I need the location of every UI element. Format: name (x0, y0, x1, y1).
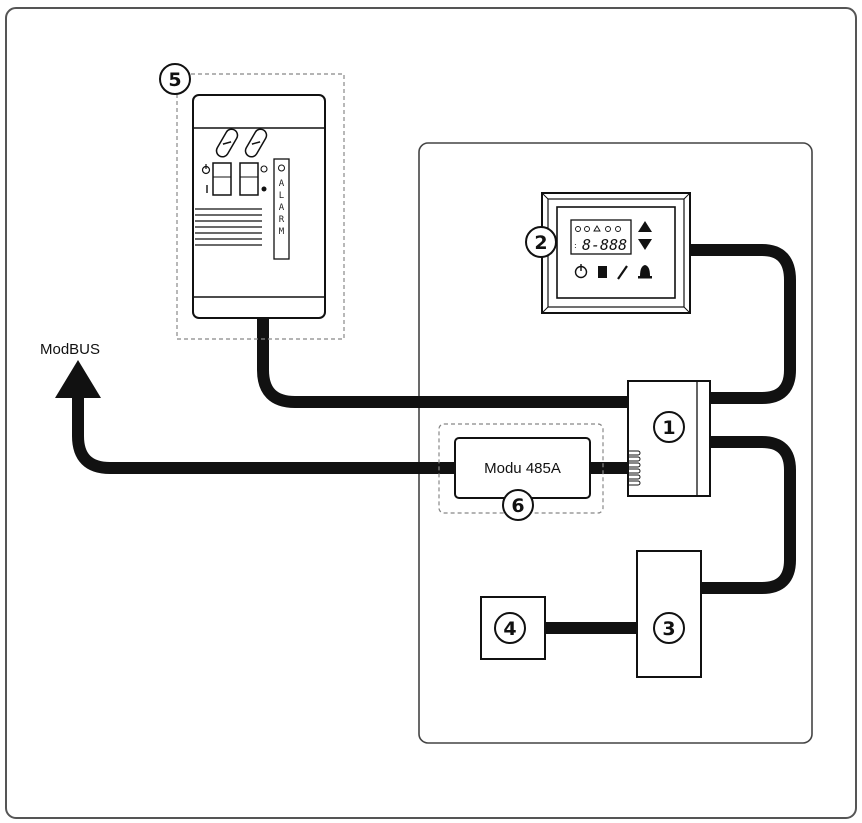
terminal-pins (628, 450, 641, 486)
callout-6 (502, 489, 534, 521)
alarm-letter: L (279, 191, 284, 201)
module-label: Modu 485A (484, 460, 561, 477)
cable-connector-to-box3 (701, 436, 796, 594)
callout-5-label: 5 (168, 69, 181, 91)
callout-1 (653, 411, 685, 443)
alarm-led-icon (278, 164, 285, 172)
display-unit: 8-888 : (541, 192, 691, 314)
power-symbol-icon (201, 164, 211, 175)
flame-symbol-icon (261, 186, 267, 192)
arrow-down-icon (638, 239, 652, 250)
alarm-label-strip (273, 158, 290, 260)
rocker-switch-power (212, 162, 232, 196)
lcd-readout: 8-888 (582, 236, 627, 254)
display-edit-icon (617, 265, 628, 280)
arrow-up-icon (638, 221, 652, 232)
display-power-icon (574, 264, 588, 279)
alarm-letter: A (279, 203, 285, 213)
cables (72, 244, 796, 634)
callout-4 (494, 612, 526, 644)
callout-3-label: 3 (662, 618, 675, 640)
callout-3 (653, 612, 685, 644)
lcd-status-icons (575, 225, 621, 232)
alarm-letter: A (279, 179, 285, 189)
alarm-unit: A L A R M (192, 94, 326, 319)
rocker-switch-mode (239, 162, 259, 196)
modbus-arrow-head (55, 360, 101, 398)
display-mode-icon (598, 266, 607, 278)
connector-body (627, 380, 711, 497)
lcd-window (570, 219, 632, 255)
cable-alarm-to-connector (257, 318, 628, 408)
callout-5 (159, 63, 191, 95)
switch-knobs (215, 128, 268, 158)
callout-6-label: 6 (511, 495, 524, 517)
connector-block (627, 380, 711, 497)
lcd-unit-mark: : (574, 241, 577, 250)
sun-symbol-icon (260, 165, 268, 173)
alarm-letter: M (279, 227, 285, 237)
callout-1-label: 1 (662, 417, 675, 439)
alarm-letter: R (279, 215, 285, 225)
callout-4-label: 4 (503, 618, 516, 640)
cable-modbus (72, 395, 455, 474)
vent-slots (195, 208, 262, 246)
alarm-unit-dashed-outline (176, 73, 345, 340)
display-bell-icon (638, 265, 652, 279)
cable-display-to-connector (690, 244, 796, 404)
callout-2-label: 2 (534, 232, 547, 254)
callout-2 (525, 226, 557, 258)
modbus-label: ModBUS (40, 341, 100, 358)
